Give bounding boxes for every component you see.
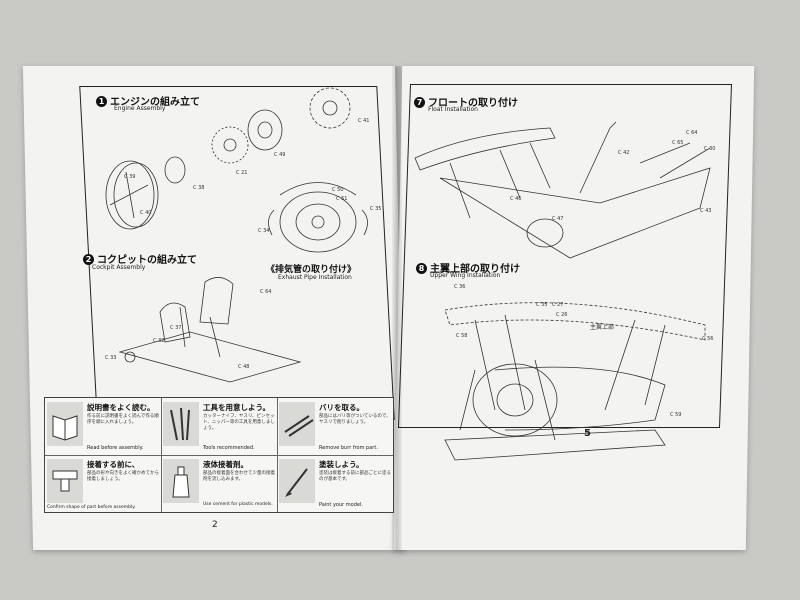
- part-label: C 50: [332, 187, 344, 193]
- tip-caption: Paint your model.: [319, 502, 363, 508]
- part-label: C 41: [358, 118, 370, 124]
- section-1-title-jp: エンジンの組み立て: [110, 97, 200, 108]
- tip-icon-box: file-tool-icon: [279, 402, 315, 446]
- tip-icon-box: book-icon: [47, 402, 83, 446]
- tip-title: 工具を用意しよう。: [203, 403, 271, 412]
- section-2-title-jp: コクピットの組み立て: [97, 255, 197, 266]
- tip-caption: Confirm shape of part before assembly.: [47, 505, 136, 510]
- tip-title: バリを取る。: [319, 403, 364, 412]
- section-8-subtitle: Upper Wing Installation: [430, 272, 501, 279]
- section-2-number: 2: [83, 254, 94, 265]
- section-7-subtitle: Float Installation: [428, 106, 478, 113]
- tip-text: 部品の接着面を合わせて少量の接着剤を流し込みます。: [203, 471, 275, 482]
- tip-card: fit-parts-icon 接着する前に、 部品の形や向きをよく確かめてから接…: [45, 455, 162, 512]
- tip-icon-box: cement-bottle-icon: [163, 459, 199, 503]
- wing-label: 主翼上部: [590, 324, 615, 331]
- tip-icon-box: fit-parts-icon: [47, 459, 83, 503]
- part-label: C 26: [556, 312, 568, 318]
- part-label: C 35: [536, 302, 548, 308]
- part-label: C 56: [702, 336, 714, 342]
- part-label: C 40: [140, 210, 152, 216]
- section-1-subtitle: Engine Assembly: [114, 105, 166, 112]
- exhaust-subtitle: Exhaust Pipe Installation: [278, 274, 352, 281]
- section-7-number: 7: [414, 97, 425, 108]
- part-label: C 58: [456, 333, 468, 339]
- tip-card: cement-bottle-icon 液体接着剤。 部品の接着面を合わせて少量の…: [161, 455, 278, 512]
- part-label: C 46: [510, 196, 522, 202]
- section-7-title-jp: フロートの取り付け: [428, 98, 518, 109]
- part-label: C 34: [258, 228, 270, 234]
- part-label: C 35: [370, 206, 382, 212]
- right-page-number: 5: [584, 428, 591, 439]
- part-label: C 47: [552, 216, 564, 222]
- cockpit-assembly-diagram: [118, 277, 302, 383]
- part-label: C 51: [336, 196, 348, 202]
- part-label: C 32: [153, 338, 165, 344]
- part-label: C 42: [618, 150, 630, 156]
- part-label: C 39: [124, 174, 136, 180]
- part-label: C 33: [105, 355, 117, 361]
- tip-title: 液体接着剤。: [203, 460, 248, 469]
- left-page-number: 2: [212, 520, 218, 530]
- part-label: C 21: [236, 170, 248, 176]
- section-2-subtitle: Cockpit Assembly: [92, 264, 146, 271]
- upper-wing-installation-diagram: [444, 302, 706, 461]
- part-label: C 43: [700, 208, 712, 214]
- tip-title: 塗装しよう。: [319, 460, 364, 469]
- tip-text: 部品の形や向きをよく確かめてから接着しましょう。: [87, 471, 159, 482]
- part-label: C 65: [672, 140, 684, 146]
- tip-card: file-tool-icon バリを取る。 部品にはバリ等がついているので、ヤス…: [277, 398, 393, 456]
- float-installation-diagram: [414, 121, 711, 259]
- tip-icon-box: paint-brush-icon: [279, 459, 315, 503]
- tip-caption: Read before assembly.: [87, 445, 144, 451]
- part-label: C 37: [170, 325, 182, 331]
- part-label: C 27: [552, 302, 564, 308]
- tip-text: カッターナイフ、ヤスリ、ピンセット、ニッパー等の工具を用意しましょう。: [203, 414, 275, 431]
- part-label: C 48: [238, 364, 250, 370]
- part-label: C 30: [704, 146, 716, 152]
- part-label: C 38: [193, 185, 205, 191]
- spine-shadow: [392, 66, 402, 550]
- tip-card: book-icon 説明書をよく読む。 作る前に説明書をよく読んで作る順序を頭に…: [45, 398, 162, 456]
- part-label: C 64: [260, 289, 272, 295]
- tip-title: 接着する前に、: [87, 460, 140, 469]
- tip-card: tools-icon 工具を用意しよう。 カッターナイフ、ヤスリ、ピンセット、ニ…: [161, 398, 278, 456]
- tip-text: 塗装は接着する前に部品ごとに塗るのが基本です。: [319, 471, 391, 482]
- tip-caption: Tools recommended.: [203, 445, 255, 451]
- part-label: C 59: [670, 412, 682, 418]
- section-1-number: 1: [96, 96, 107, 107]
- part-label: C 64: [686, 130, 698, 136]
- tip-icon-box: tools-icon: [163, 402, 199, 446]
- exhaust-title: 《排気管の取り付け》: [266, 265, 357, 275]
- tip-caption: Remove burr from part.: [319, 445, 378, 451]
- section-8-title-jp: 主翼上部の取り付け: [430, 264, 520, 275]
- part-label: C 36: [454, 284, 466, 290]
- tip-text: 作る前に説明書をよく読んで作る順序を頭に入れましょう。: [87, 414, 159, 425]
- tip-caption: Use cement for plastic models.: [203, 502, 273, 507]
- engine-assembly-diagram: [105, 87, 368, 253]
- tip-title: 説明書をよく読む。: [87, 403, 155, 412]
- section-8-number: 8: [416, 263, 427, 274]
- tip-text: 部品にはバリ等がついているので、ヤスリで削りましょう。: [319, 414, 391, 425]
- tip-card: paint-brush-icon 塗装しよう。 塗装は接着する前に部品ごとに塗る…: [277, 455, 393, 512]
- part-label: C 49: [274, 152, 286, 158]
- assembly-tips-grid: book-icon 説明書をよく読む。 作る前に説明書をよく読んで作る順序を頭に…: [44, 397, 394, 513]
